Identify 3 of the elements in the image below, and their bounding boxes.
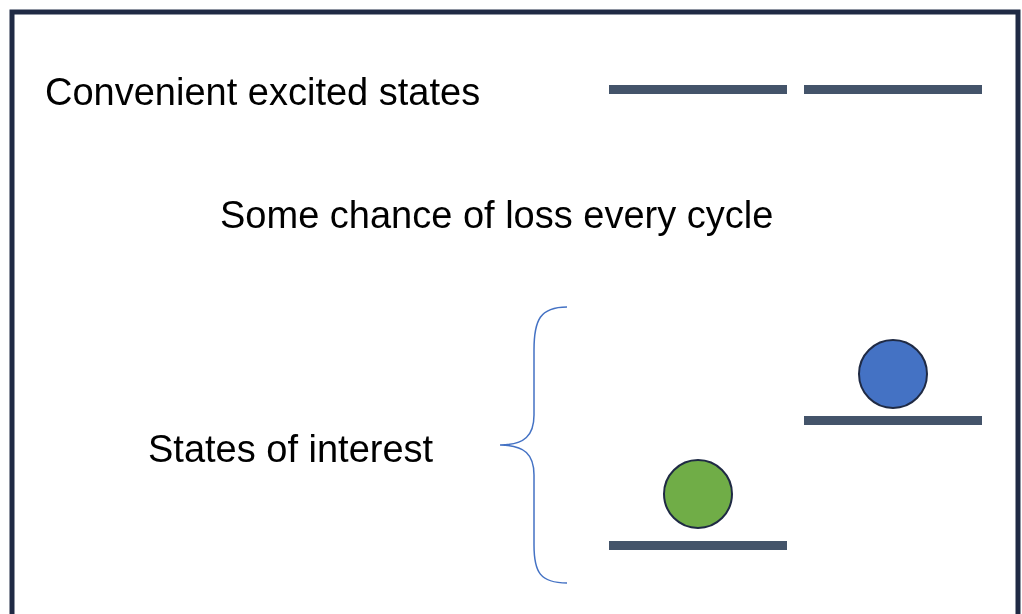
note-text: Some chance of loss every cycle [220, 196, 774, 234]
level-label: Convenient excited states [45, 73, 481, 111]
level-label: States of interest [148, 430, 434, 468]
